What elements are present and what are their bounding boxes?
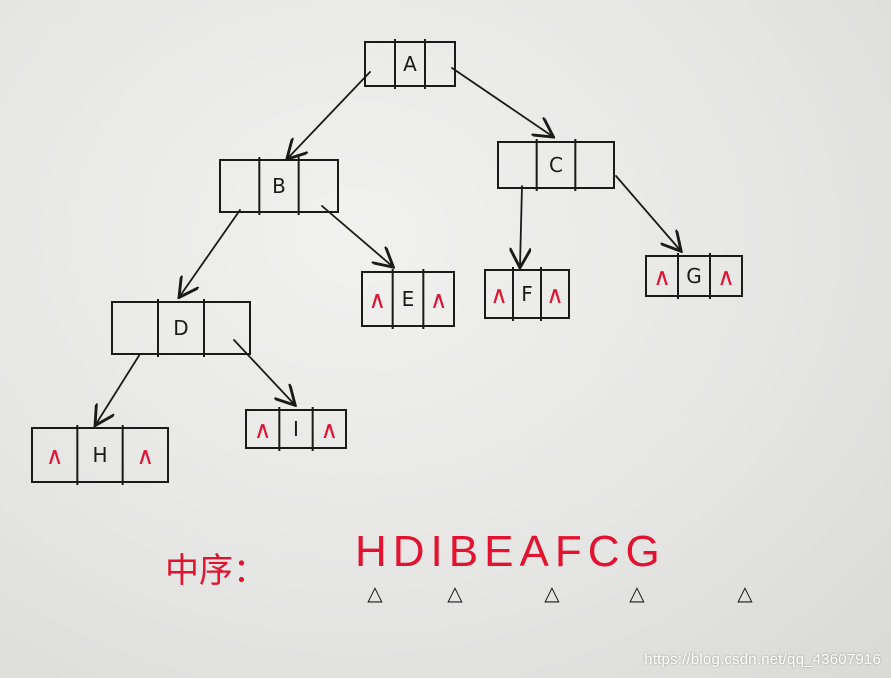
- node-box: [497, 141, 615, 189]
- node-label: F: [521, 282, 533, 306]
- node-label: I: [293, 417, 299, 441]
- node-e: E ∧ ∧: [361, 269, 455, 329]
- edge-c-g: [615, 175, 680, 250]
- node-box: [31, 427, 169, 483]
- node-label: B: [272, 174, 286, 198]
- inorder-label: 中序：: [165, 551, 267, 591]
- triangle-marker: △: [629, 581, 645, 605]
- inorder-layer: 中序： HDIBEAFCG: [165, 527, 666, 591]
- null-pointer-right: ∧: [137, 442, 155, 470]
- node-label: E: [402, 287, 415, 311]
- null-pointer-right: ∧: [546, 281, 564, 309]
- triangle-marker: △: [447, 581, 463, 605]
- node-b: B: [219, 157, 339, 215]
- triangle-marker: △: [367, 581, 383, 605]
- nodes-layer: A B C D E ∧ ∧ F ∧ ∧ G ∧ ∧ H ∧ ∧ I ∧ ∧: [31, 39, 743, 485]
- edge-d-h: [96, 353, 141, 424]
- node-f: F ∧ ∧: [484, 267, 570, 321]
- edge-d-i: [233, 339, 294, 404]
- node-box: [219, 159, 339, 213]
- node-label: C: [549, 153, 563, 177]
- null-pointer-left: ∧: [254, 416, 272, 444]
- node-label: G: [686, 264, 702, 288]
- node-box: [111, 301, 251, 355]
- node-h: H ∧ ∧: [31, 425, 169, 485]
- watermark-url: https://blog.csdn.net/qq_43607916: [644, 651, 881, 668]
- node-c: C: [497, 139, 615, 191]
- node-box: [361, 271, 455, 327]
- node-i: I ∧ ∧: [245, 407, 347, 451]
- node-label: D: [173, 316, 188, 340]
- null-pointer-right: ∧: [430, 286, 448, 314]
- edge-b-d: [180, 209, 241, 296]
- null-pointer-left: ∧: [369, 286, 387, 314]
- node-box: [645, 255, 743, 297]
- null-pointer-left: ∧: [490, 281, 508, 309]
- inorder-sequence: HDIBEAFCG: [355, 527, 666, 576]
- null-pointer-right: ∧: [717, 263, 735, 291]
- node-box: [245, 409, 347, 449]
- node-box: [484, 269, 570, 319]
- null-pointer-left: ∧: [46, 442, 64, 470]
- markers-layer: △ △ △ △ △: [367, 581, 753, 605]
- node-a: A: [364, 39, 456, 89]
- null-pointer-left: ∧: [653, 263, 671, 291]
- edge-a-c: [451, 67, 552, 136]
- edge-b-e: [321, 205, 392, 266]
- node-g: G ∧ ∧: [645, 253, 743, 299]
- node-label: H: [92, 443, 107, 467]
- edge-c-f: [520, 185, 522, 266]
- triangle-marker: △: [544, 581, 560, 605]
- node-box: [364, 41, 456, 87]
- node-d: D: [111, 299, 251, 357]
- edges-layer: [96, 67, 680, 424]
- node-label: A: [403, 52, 417, 76]
- triangle-marker: △: [737, 581, 753, 605]
- edge-a-b: [288, 71, 371, 158]
- null-pointer-right: ∧: [321, 416, 339, 444]
